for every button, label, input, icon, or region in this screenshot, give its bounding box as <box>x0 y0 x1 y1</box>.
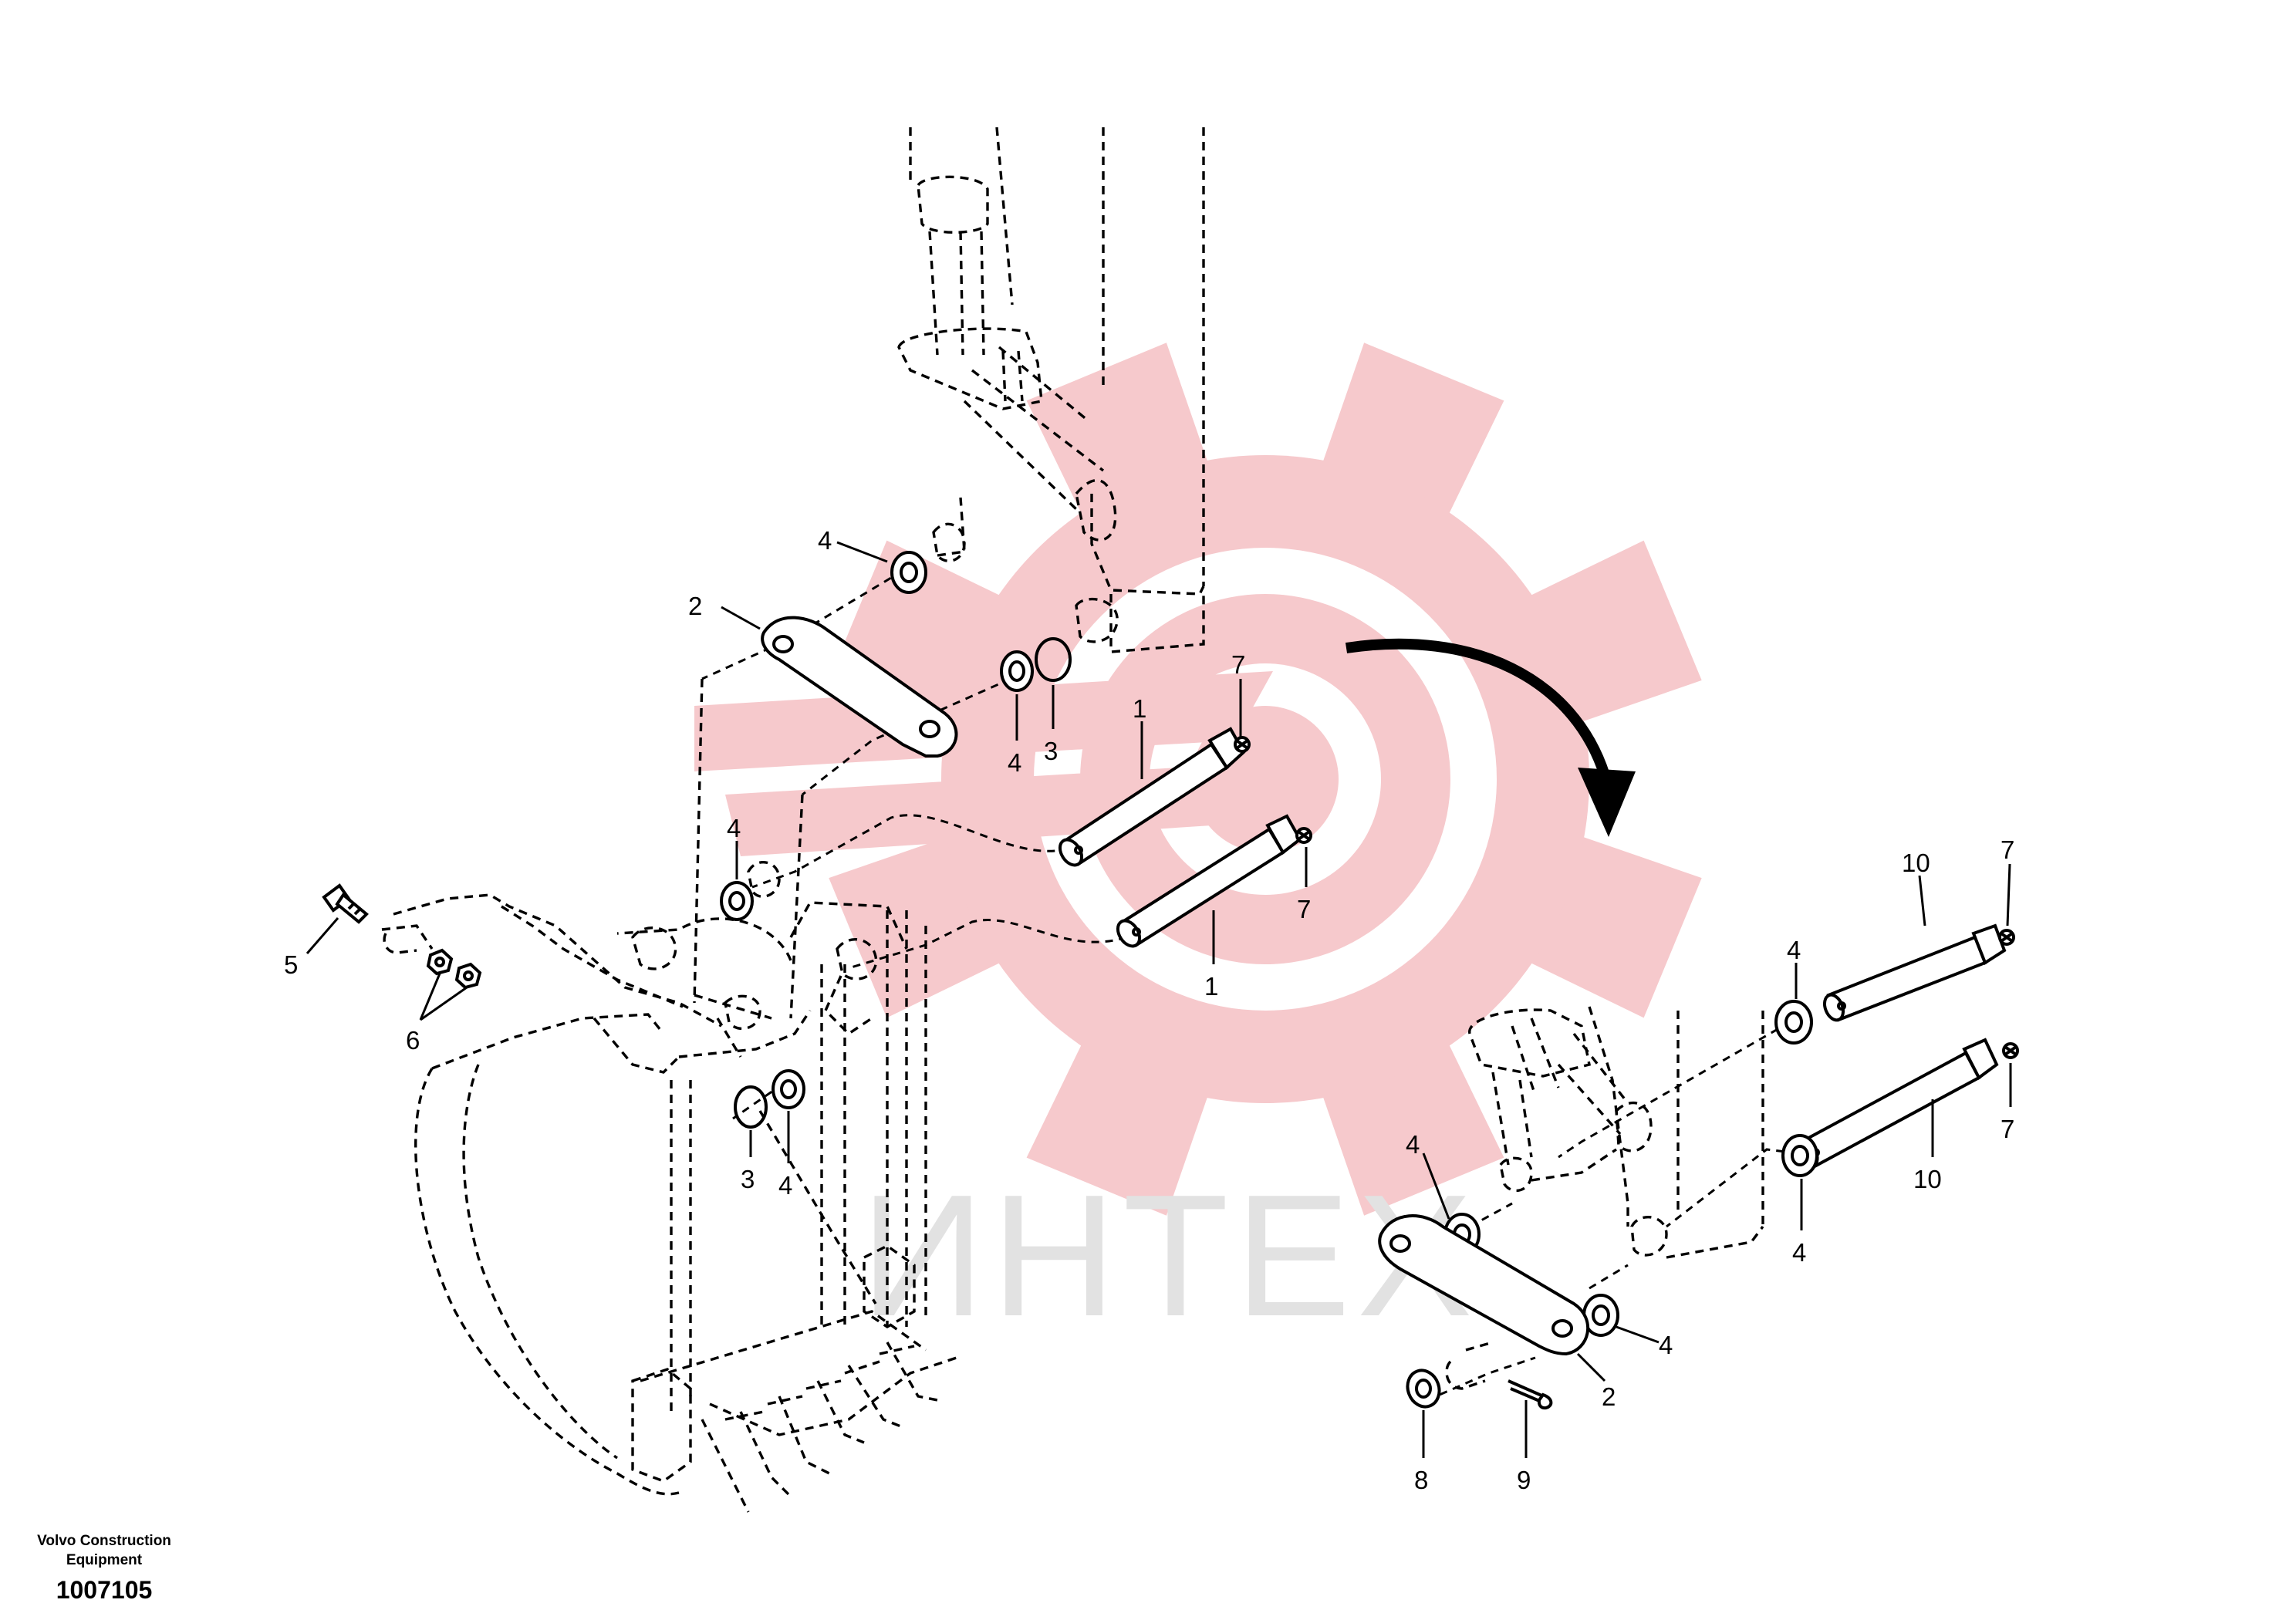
part-nut-6-a <box>426 948 454 976</box>
part-bolt-5 <box>322 883 369 924</box>
callout-7: 7 <box>1297 895 1311 923</box>
footer: Volvo Construction Equipment 1007105 <box>23 1531 185 1605</box>
callout-4: 4 <box>727 814 741 842</box>
bucket-assembly <box>393 861 957 1513</box>
arm-assembly <box>897 127 1205 653</box>
callout-leaders <box>306 541 2012 1458</box>
callout-5: 5 <box>284 950 298 979</box>
part-oring-3-lower <box>734 1085 768 1129</box>
part-pin-10-upper <box>1822 923 2007 1022</box>
part-link-2-left <box>761 616 958 758</box>
callout-7: 7 <box>1231 650 1245 679</box>
part-pin-1-lower <box>1116 814 1302 948</box>
arm-detail-right <box>1468 1006 1764 1259</box>
callout-4: 4 <box>1787 936 1801 964</box>
callout-1: 1 <box>1204 972 1218 1001</box>
part-number: 1007105 <box>56 1576 153 1604</box>
transition-arrow <box>1345 638 1636 837</box>
part-pin-1-upper <box>1058 727 1246 867</box>
part-grease-nipple-7-b <box>1295 827 1312 844</box>
callout-numbers: 4 2 4 3 1 7 7 1 4 5 6 3 4 10 7 4 7 10 4 … <box>284 526 2014 1494</box>
part-spacer-8 <box>1406 1369 1441 1409</box>
callout-4: 4 <box>1659 1331 1673 1359</box>
callout-2: 2 <box>688 592 702 620</box>
spacer-right <box>1445 1341 1494 1390</box>
watermark-gear-logo <box>694 343 1702 1216</box>
callout-4: 4 <box>1008 748 1021 777</box>
callout-1: 1 <box>1133 694 1146 723</box>
callout-3: 3 <box>1044 737 1058 765</box>
bolt-guide <box>381 924 434 950</box>
part-nut-6-b <box>454 962 482 990</box>
part-grease-nipple-7-d <box>2002 1042 2019 1059</box>
callout-6: 6 <box>406 1026 420 1055</box>
arrow-head-icon <box>1578 768 1636 837</box>
part-washer-4-r-lower <box>1781 1134 1818 1177</box>
callout-7: 7 <box>2001 835 2014 864</box>
callout-3: 3 <box>741 1165 755 1193</box>
callout-4: 4 <box>1792 1238 1806 1267</box>
part-link-2-right <box>1378 1214 1589 1356</box>
part-grease-nipple-7-a <box>1234 736 1251 753</box>
watermark-text: ИНТЕХ <box>860 1158 1479 1352</box>
part-washer-4-left <box>720 881 754 921</box>
callout-4: 4 <box>778 1171 792 1200</box>
brand-name: Volvo Construction Equipment <box>37 1533 171 1568</box>
part-oring-3-upper <box>1035 637 1072 682</box>
part-pin-10-lower <box>1796 1038 1999 1169</box>
callout-7: 7 <box>2001 1115 2014 1143</box>
part-washer-4-r-upper <box>1774 1000 1813 1045</box>
callout-9: 9 <box>1517 1466 1531 1494</box>
callout-4: 4 <box>818 526 832 555</box>
part-washer-4-mid <box>1000 650 1034 692</box>
part-washer-4-lower <box>772 1069 805 1109</box>
explosion-lines <box>701 569 1798 1402</box>
callout-10: 10 <box>1913 1165 1942 1193</box>
callout-2: 2 <box>1602 1382 1616 1411</box>
linkage-dashed <box>693 678 804 1019</box>
callout-10: 10 <box>1902 849 1930 877</box>
speed-stripes <box>694 671 1273 856</box>
callout-4: 4 <box>1406 1130 1420 1159</box>
part-grease-nipple-7-c <box>1998 929 2015 946</box>
part-split-pin-9 <box>1508 1379 1553 1410</box>
callout-8: 8 <box>1414 1466 1428 1494</box>
part-washer-4-upper <box>890 551 927 594</box>
